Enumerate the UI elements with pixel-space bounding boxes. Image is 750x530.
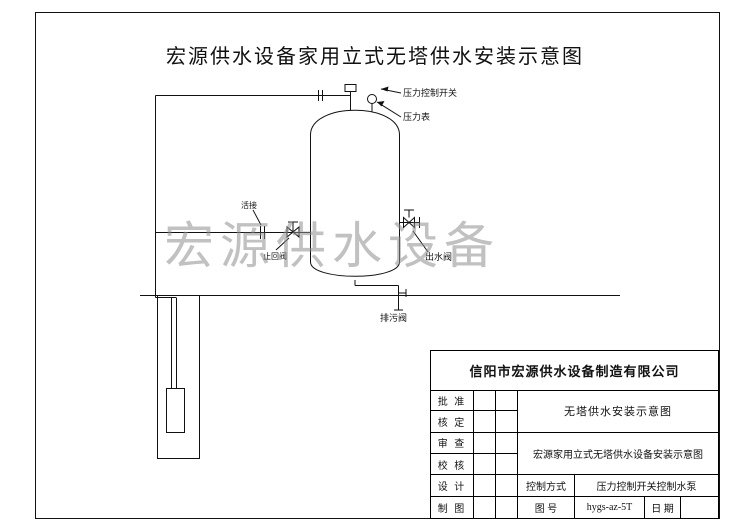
control-mode-label: 控制方式: [518, 475, 575, 497]
drawing-frame: [35, 12, 720, 519]
drawing-no-value: hygs-az-5T: [575, 496, 645, 518]
empty-cell: [474, 454, 496, 476]
empty-cell: [496, 411, 518, 433]
row-label-check: 校 核: [431, 454, 474, 476]
drawing-no-label: 图 号: [518, 496, 575, 518]
company-name: 信阳市宏源供水设备制造有限公司: [431, 351, 718, 391]
title-block: 信阳市宏源供水设备制造有限公司 批 准 无塔供水安装示意图 核 定 审 查 宏源…: [430, 350, 719, 519]
row-label-approve: 批 准: [431, 390, 474, 412]
check-valve-symbol: [286, 221, 300, 239]
union-symbol: [260, 226, 265, 239]
empty-cell: [474, 496, 496, 518]
doc-name: 无塔供水安装示意图: [518, 390, 718, 433]
pressure-tank: [310, 109, 400, 277]
empty-cell: [496, 454, 518, 476]
empty-cell: [474, 475, 496, 497]
doc-fullname: 宏源家用立式无塔供水设备安装示意图: [518, 433, 718, 476]
empty-cell: [474, 432, 496, 454]
page-title: 宏源供水设备家用立式无塔供水安装示意图: [166, 46, 584, 68]
leader-lines: [252, 86, 429, 253]
date-label: 日 期: [645, 496, 681, 518]
row-label-review: 审 查: [431, 432, 474, 454]
empty-cell: [496, 432, 518, 454]
supply-pipes: [155, 90, 351, 298]
row-label-verify: 核 定: [431, 411, 474, 433]
empty-cell: [474, 390, 496, 412]
pressure-switch-label: 压力控制开关: [403, 87, 457, 98]
well: [155, 295, 200, 459]
pressure-gauge-symbol: [367, 94, 377, 112]
empty-cell: [474, 411, 496, 433]
outlet-valve-label: 出水阀: [425, 251, 452, 262]
empty-cell: [681, 497, 718, 518]
drain-valve-label: 排污阀: [380, 312, 407, 323]
check-valve-label: 止回阀: [263, 251, 287, 261]
empty-cell: [496, 390, 518, 412]
title-block-grid: 批 准 无塔供水安装示意图 核 定 审 查 宏源家用立式无塔供水设备安装示意图 …: [431, 390, 718, 518]
outlet-valve-symbol: [399, 209, 420, 229]
empty-cell: [496, 475, 518, 497]
control-mode-value: 压力控制开关控制水泵: [575, 475, 718, 497]
row-label-design: 设 计: [431, 475, 474, 497]
pressure-switch-symbol: [344, 84, 357, 111]
pressure-gauge-label: 压力表: [403, 111, 430, 122]
empty-cell: [496, 496, 518, 518]
pump-symbol: [166, 388, 185, 433]
union-label: 活接: [241, 200, 257, 210]
row-label-draft: 制 图: [431, 496, 474, 518]
